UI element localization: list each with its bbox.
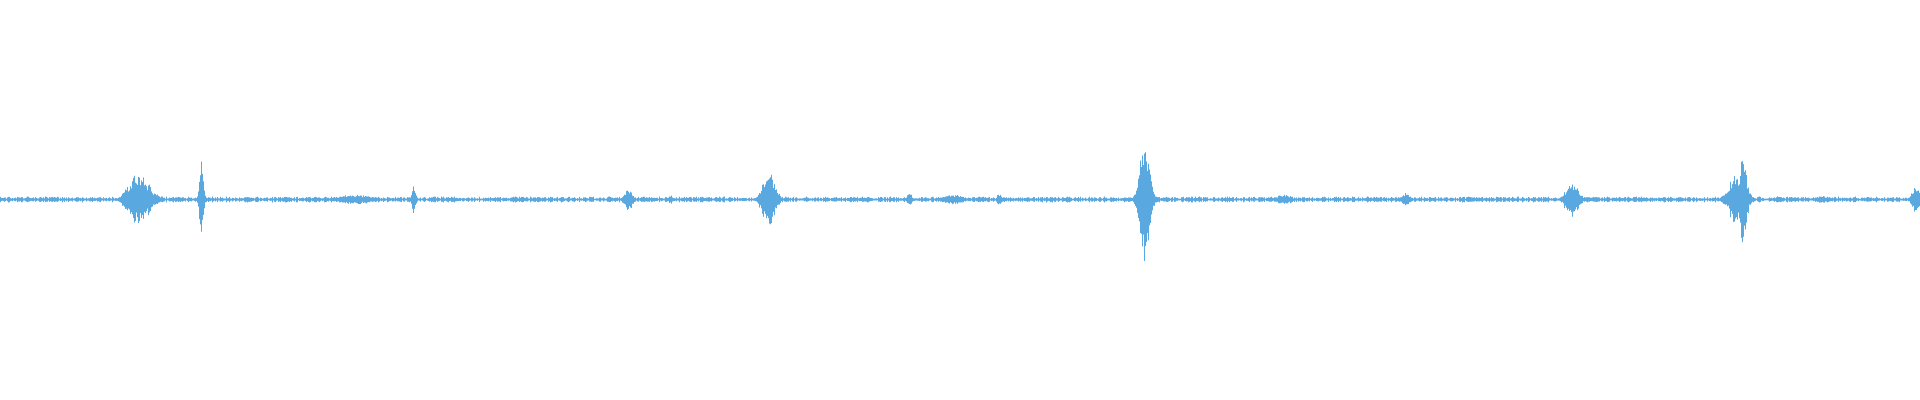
waveform-trace	[0, 152, 1920, 261]
waveform-samples	[0, 152, 1920, 261]
